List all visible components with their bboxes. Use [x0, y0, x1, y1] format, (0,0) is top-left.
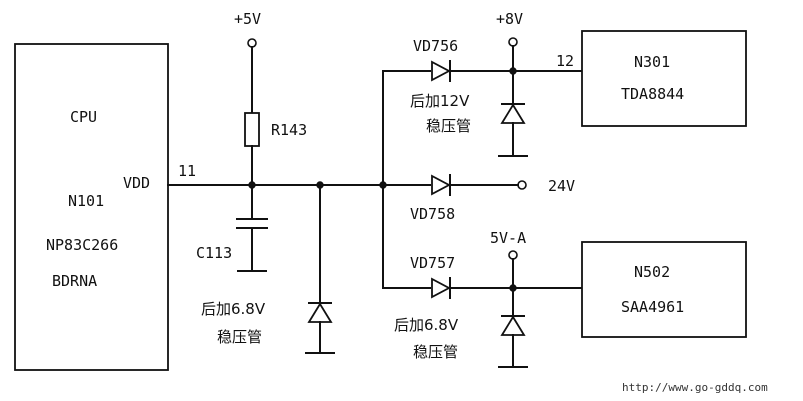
supply-5v-terminal [247, 38, 257, 48]
zener-left-label-2: 稳压管 [217, 328, 262, 346]
r143-branch: +5V R143 C113 [196, 10, 307, 272]
ic-n502-ref: N502 [634, 263, 670, 281]
diode-vd757-triangle [431, 277, 451, 299]
diode-vd756-label: VD756 [413, 37, 458, 55]
resistor-r143 [244, 112, 260, 147]
cpu-part1: NP83C266 [46, 236, 118, 254]
capacitor-c113-label: C113 [196, 244, 232, 262]
supply-8v-terminal [508, 37, 518, 47]
cpu-title: CPU [70, 108, 97, 126]
zener-left-label-1: 后加6.8V [201, 300, 266, 318]
diode-vd757-label: VD757 [410, 254, 455, 272]
diode-vd758-label: VD758 [410, 205, 455, 223]
ic-n502-part: SAA4961 [621, 298, 684, 316]
watermark-url: http://www.go-gddq.com [622, 381, 768, 394]
junction-dot-1 [248, 181, 256, 189]
cpu-part2: BDRNA [52, 272, 97, 290]
zener-left-triangle [307, 302, 333, 323]
zener-bottom-label-2: 稳压管 [413, 343, 458, 361]
cpu-block: CPU N101 NP83C266 BDRNA VDD 11 [14, 43, 196, 371]
cpu-pin-name: VDD [123, 174, 150, 192]
zener-left-branch: 后加6.8V 稳压管 [201, 181, 335, 354]
supply-5v-label: +5V [234, 10, 261, 28]
supply-5va-label: 5V-A [490, 229, 526, 247]
pin-12-label: 12 [556, 52, 574, 70]
diode-vd756-triangle [431, 60, 451, 82]
cpu-pin-number: 11 [178, 162, 196, 180]
ic-n502: N502 SAA4961 [581, 241, 747, 338]
ic-n301-ref: N301 [634, 53, 670, 71]
output-24v-label: 24V [548, 177, 575, 195]
zener-top-label-1: 后加12V [410, 92, 470, 110]
output-24v-terminal [517, 180, 527, 190]
supply-8v-label: +8V [496, 10, 523, 28]
ic-n301-box [581, 30, 747, 127]
zener-bottom-label-1: 后加6.8V [394, 316, 459, 334]
diode-vd758-triangle [431, 174, 451, 196]
middle-branch: 24V VD758 [382, 174, 575, 223]
cpu-ref: N101 [68, 192, 104, 210]
top-branch: VD756 +8V 后加12V 稳压管 12 [382, 10, 583, 157]
resistor-r143-label: R143 [271, 121, 307, 139]
zener-bottom-triangle [500, 315, 526, 336]
ic-n301: N301 TDA8844 [581, 30, 747, 127]
zener-top-label-2: 稳压管 [426, 117, 471, 135]
zener-top-triangle [500, 103, 526, 124]
supply-5va-terminal [508, 250, 518, 260]
ic-n301-part: TDA8844 [621, 85, 684, 103]
ic-n502-box [581, 241, 747, 338]
bottom-branch: VD757 5V-A 后加6.8V 稳压管 [382, 229, 583, 368]
cpu-box [14, 43, 169, 371]
